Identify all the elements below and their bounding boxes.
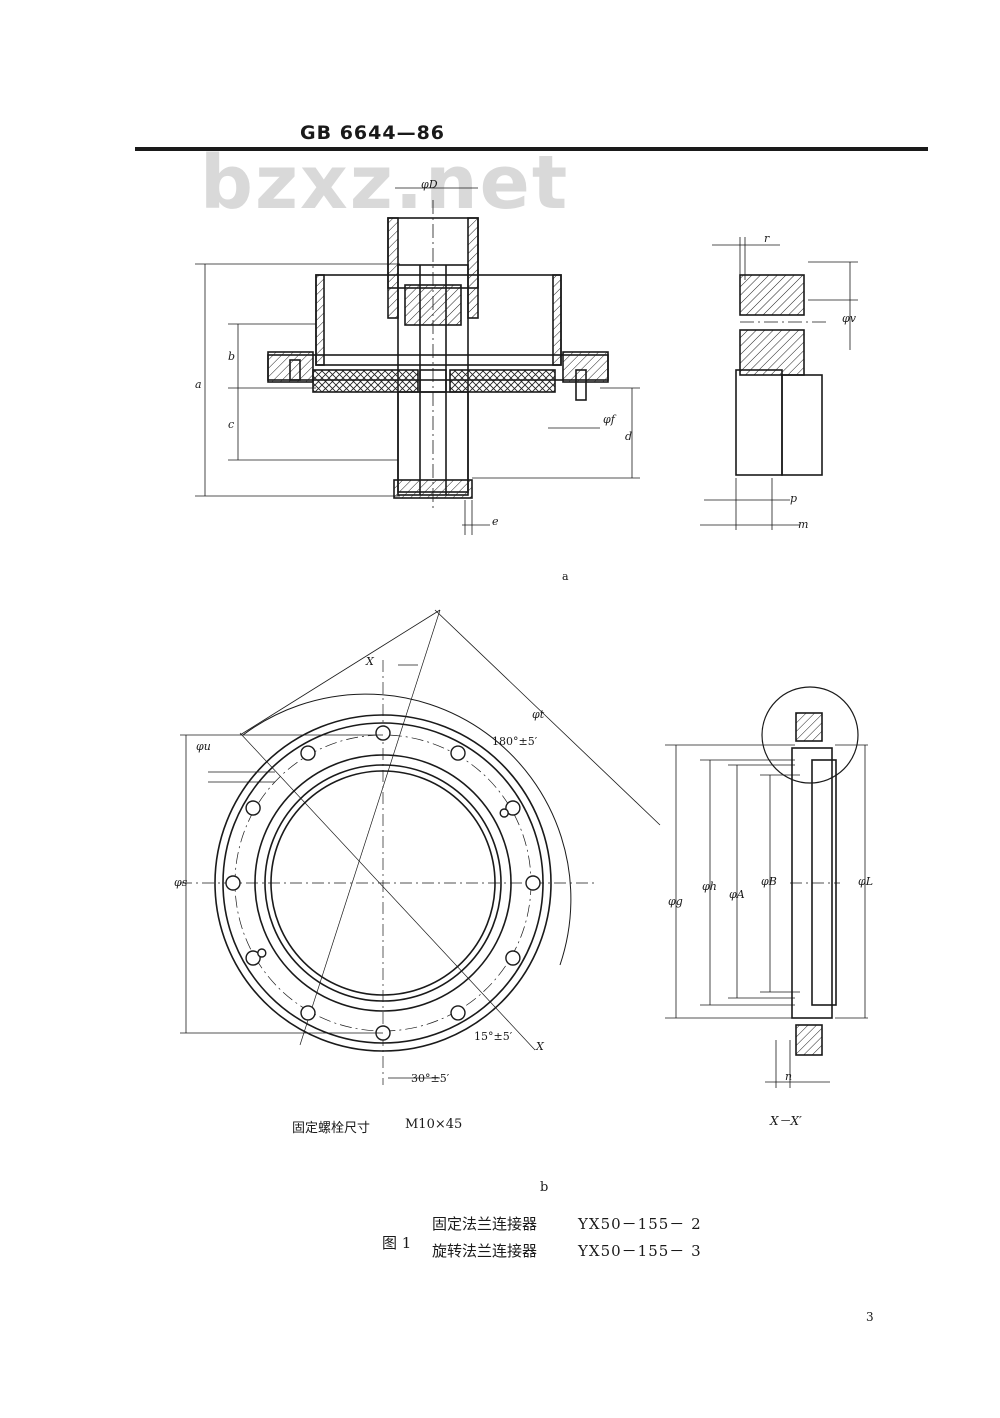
bolt-hole — [245, 800, 261, 816]
angle-180: 180°±5′ — [492, 735, 538, 748]
figure-a-dimensions — [195, 187, 640, 535]
dim-u: φu — [196, 740, 211, 753]
section-mark-top: X — [366, 655, 374, 668]
dim-v: φv — [842, 312, 856, 325]
figure-a-side-view — [735, 274, 830, 476]
angle-30: 30°±5′ — [411, 1072, 450, 1085]
locating-pin — [257, 948, 267, 958]
bolt-holes — [225, 725, 541, 1041]
figure-a-label: a — [562, 570, 569, 583]
dim-r: r — [764, 232, 770, 245]
angle-15: 15°±5′ — [474, 1030, 513, 1043]
dim-e: e — [492, 515, 499, 528]
section-mark-bottom: X — [536, 1040, 544, 1053]
caption-name-1: 固定法兰连接器 — [432, 1215, 538, 1233]
header-rule — [135, 147, 928, 151]
dim-a: a — [195, 378, 202, 391]
figure-b-dimensions — [180, 664, 440, 1079]
dim-p: p — [790, 492, 798, 505]
watermark: bzxz.net — [200, 140, 570, 226]
dim-s: φs — [174, 876, 188, 889]
dim-B: φB — [761, 875, 777, 888]
figure-b-front-view — [180, 609, 661, 1085]
bolt-hole — [505, 950, 521, 966]
dim-L: φL — [858, 875, 874, 888]
dim-m: m — [798, 518, 809, 531]
caption-code-1: YX50－155－ 2 — [578, 1215, 702, 1233]
bolt-hole — [300, 745, 316, 761]
locating-pin — [499, 808, 509, 818]
bolt-hole — [450, 1005, 466, 1021]
dim-d: d — [625, 430, 633, 443]
bolt-hole — [225, 875, 241, 891]
figure-b-section-view — [761, 686, 859, 1056]
bolt-hole — [375, 725, 391, 741]
bolt-hole — [525, 875, 541, 891]
dim-A: φA — [729, 888, 745, 901]
bolt-hole — [245, 950, 261, 966]
dim-b: b — [228, 350, 236, 363]
figure-a-side-dimensions — [700, 237, 858, 530]
bolt-hole — [300, 1005, 316, 1021]
figure-b-section-dimensions — [665, 744, 868, 1088]
page-number: 3 — [866, 1310, 874, 1324]
dim-t: φt — [532, 708, 545, 721]
bolt-note-label: 固定螺栓尺寸 — [292, 1121, 371, 1136]
caption-name-2: 旋转法兰连接器 — [432, 1242, 538, 1260]
dim-n: n — [785, 1070, 793, 1083]
bolt-note-value: M10×45 — [405, 1117, 463, 1132]
dim-f: φf — [603, 413, 615, 426]
caption-code-2: YX50－155－ 3 — [578, 1242, 702, 1260]
figure-number: 图 1 — [382, 1234, 412, 1252]
bolt-hole — [450, 745, 466, 761]
figure-a-main-view — [267, 200, 609, 510]
dim-c: c — [228, 418, 235, 431]
dim-g: φg — [668, 895, 683, 908]
section-view-label: X－X′ — [770, 1114, 802, 1128]
standard-number: GB 6644—86 — [300, 122, 446, 144]
bolt-hole — [505, 800, 521, 816]
figure-b-label: b — [540, 1180, 549, 1195]
dim-D: φD — [421, 178, 438, 191]
dim-h: φh — [702, 880, 717, 893]
